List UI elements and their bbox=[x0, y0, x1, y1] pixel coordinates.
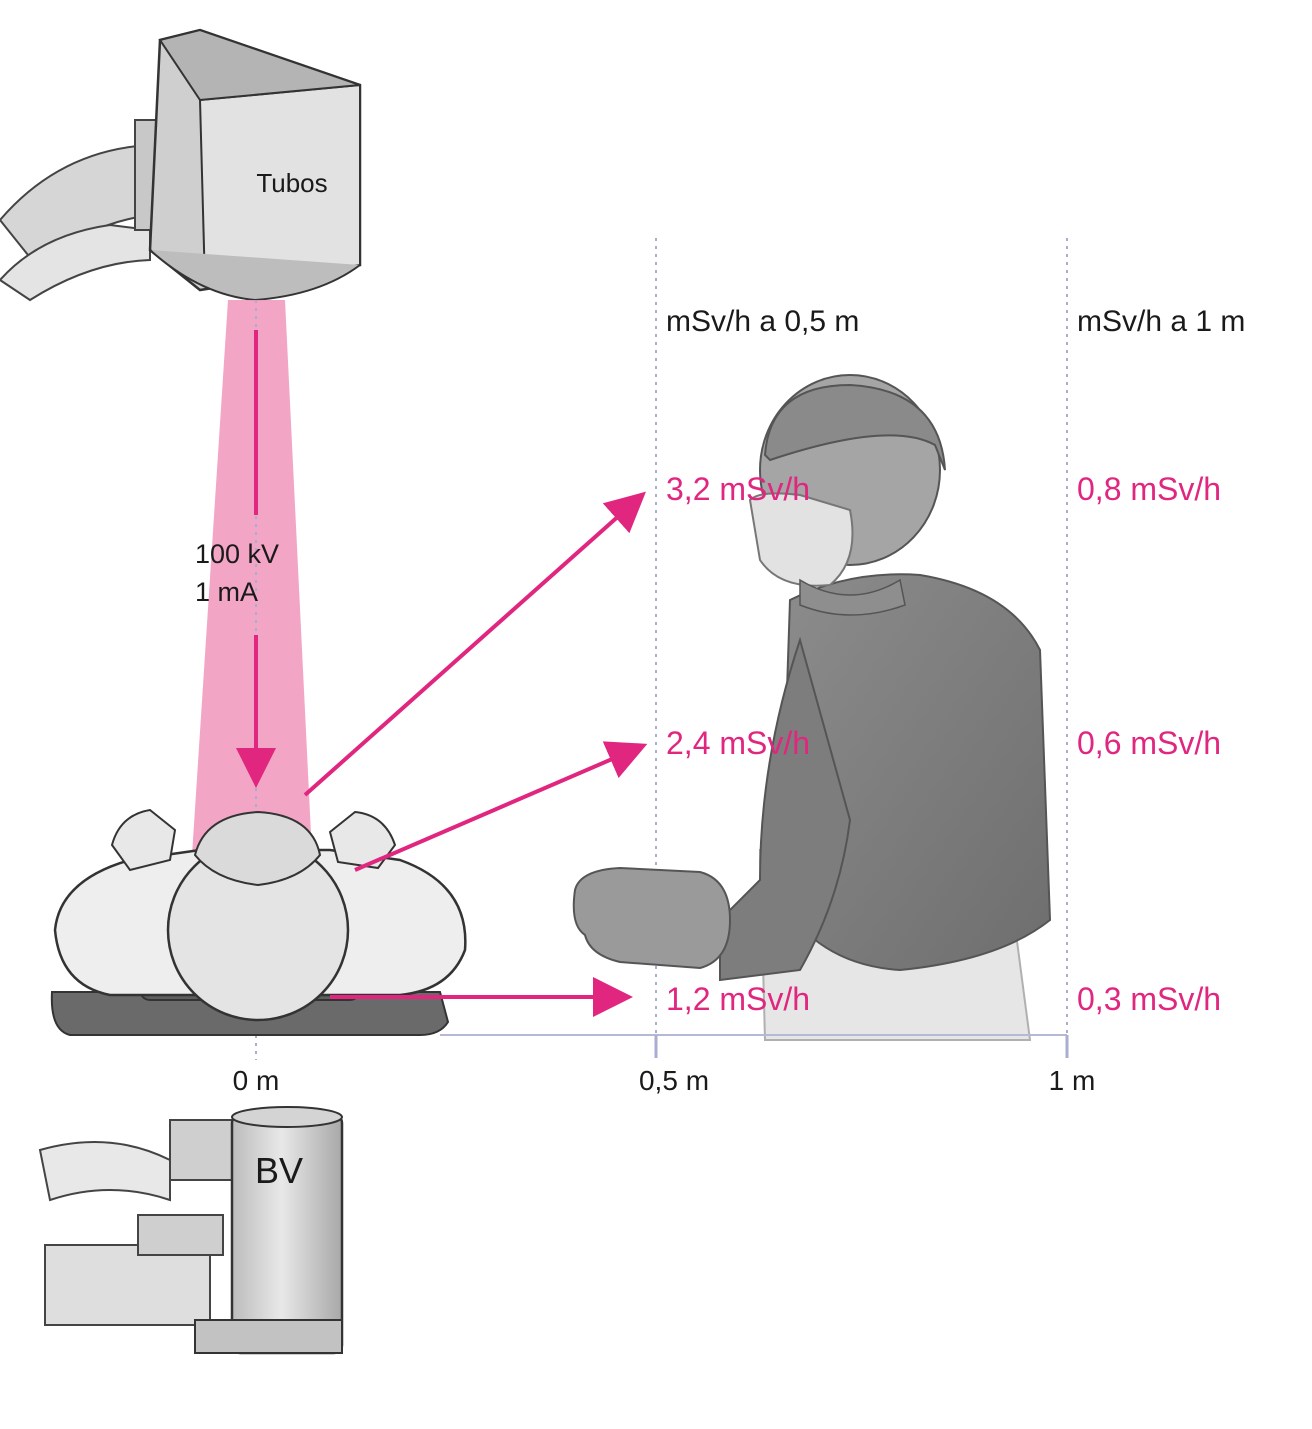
dose-rate-one-m-2: 0,6 mSv/h bbox=[1077, 725, 1221, 761]
scatter-arrow-high bbox=[305, 497, 640, 795]
intensifier-label: BV bbox=[255, 1150, 303, 1191]
dose-rate-one-m-1: 0,8 mSv/h bbox=[1077, 471, 1221, 507]
axis-tick-label-2: 0,5 m bbox=[639, 1065, 709, 1096]
scatter-arrow-mid bbox=[355, 747, 640, 870]
xray-tube-icon: Tubos bbox=[0, 30, 360, 300]
dose-rate-half-m-2: 2,4 mSv/h bbox=[666, 725, 810, 761]
header-one-m: mSv/h a 1 m bbox=[1077, 305, 1245, 338]
dose-rate-half-m-1: 3,2 mSv/h bbox=[666, 471, 810, 507]
axis-tick-label-1: 0 m bbox=[233, 1065, 280, 1096]
axis-tick-label-3: 1 m bbox=[1049, 1065, 1096, 1096]
kv-label: 100 kV bbox=[195, 539, 279, 569]
patient-figure-icon bbox=[52, 810, 466, 1035]
header-half-m: mSv/h a 0,5 m bbox=[666, 305, 859, 338]
image-intensifier-icon: BV bbox=[40, 1107, 342, 1353]
dose-rate-half-m-3: 1,2 mSv/h bbox=[666, 981, 810, 1017]
tube-label: Tubos bbox=[256, 168, 327, 198]
dose-rate-one-m-3: 0,3 mSv/h bbox=[1077, 981, 1221, 1017]
axis-tick-labels: 0 m 0,5 m 1 m bbox=[233, 1065, 1096, 1096]
surgeon-figure-icon bbox=[574, 375, 1050, 1040]
ma-label: 1 mA bbox=[195, 577, 258, 607]
